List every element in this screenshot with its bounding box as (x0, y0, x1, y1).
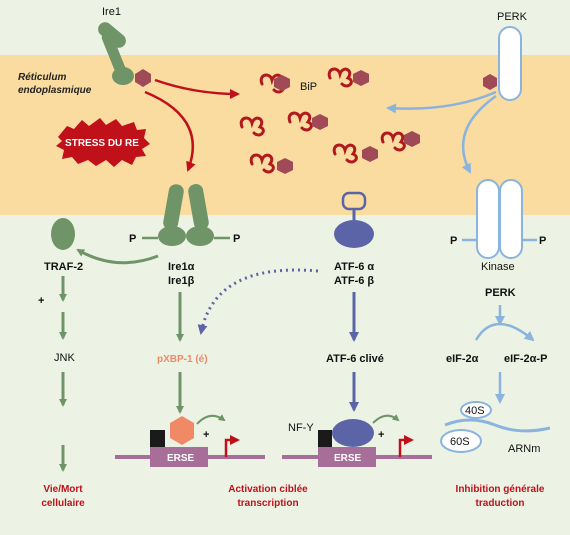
outcome-right-line1: Inhibition générale (456, 484, 545, 495)
activation-arrow-left (196, 414, 226, 425)
promoter-atf6 (282, 414, 432, 467)
bip-group (239, 67, 420, 174)
erse-label-left: ERSE (167, 453, 195, 464)
ribo-60s-label: 60S (450, 436, 470, 448)
ire1a-label: Ire1α (168, 261, 195, 273)
eif2ap-label: eIF-2α-P (504, 353, 547, 365)
outcome-left-line2: cellulaire (41, 498, 85, 509)
ire1-phospho-left: P (129, 233, 136, 245)
tss-arrow-left (224, 435, 240, 457)
ire1-dimer (142, 184, 230, 246)
outcome-right-line2: traduction (476, 498, 525, 509)
xbp1-hexagon (170, 416, 194, 445)
stress-burst (56, 118, 150, 167)
atf6-bound (332, 419, 374, 447)
bip-chaperone (287, 111, 328, 132)
perk-dimer-left (476, 179, 500, 259)
stress-label: STRESS DU RE (65, 138, 139, 149)
traf2-label: TRAF-2 (44, 261, 83, 273)
bip-chaperone (380, 131, 420, 152)
perk-phospho-left: P (450, 235, 457, 247)
atf6a-label: ATF-6 α (334, 261, 374, 273)
perk-dimer-right (499, 179, 523, 259)
activation-arrow-right (372, 414, 400, 424)
nfy-label: NF-Y (288, 422, 314, 434)
eif2a-label: eIF-2α (446, 353, 479, 365)
arrow-perk-to-dimer (461, 94, 497, 174)
arrow-perk-to-bip (386, 90, 497, 114)
atf6-cytosolic-domain (334, 220, 374, 248)
ire1b-label: Ire1β (168, 275, 195, 287)
cofactor-black-left (150, 430, 165, 447)
jnk-label: JNK (54, 352, 75, 364)
er-label-line1: Réticulum (18, 72, 66, 83)
traf2-shape (51, 218, 75, 250)
er-label-line2: endoplasmique (18, 85, 92, 96)
bip-hexagon-perk (483, 74, 497, 90)
mrna-strand (444, 418, 551, 433)
ribosome-60s (440, 429, 482, 453)
ire1-label: Ire1 (102, 6, 121, 18)
arrow-ire1-to-traf2 (76, 248, 159, 265)
perk-monomer (498, 26, 522, 101)
ire1-phospho-right: P (233, 233, 240, 245)
bip-chaperone (327, 67, 369, 88)
pxbp1-label: pXBP-1 (é) (157, 354, 208, 365)
bip-hexagon-ire1 (135, 69, 151, 87)
ribo-40s-label: 40S (465, 405, 485, 417)
outcome-left-line1: Vie/Mort (43, 484, 83, 495)
erse-label-right: ERSE (334, 453, 362, 464)
arnm-label: ARNm (508, 443, 540, 455)
bip-chaperone (259, 73, 290, 94)
bip-chaperone (239, 116, 265, 137)
plus-traf2: + (38, 295, 44, 307)
arrow-ire1-to-dimer (144, 90, 196, 172)
cytosol-bottom-band (0, 215, 570, 535)
cytosol-top-band (0, 0, 570, 55)
erse-box-right (318, 447, 376, 467)
bip-label: BiP (300, 81, 317, 93)
ire1-monomer (98, 22, 134, 85)
plus-right: + (378, 429, 384, 441)
perk-mid-label: PERK (485, 287, 516, 299)
atf6-clive-label: ATF-6 clivé (326, 353, 384, 365)
perk-phospho-right: P (539, 235, 546, 247)
arrow-ire1-to-bip (154, 78, 240, 99)
outcome-mid-line2: transcription (237, 498, 298, 509)
perk-top-label: PERK (497, 11, 528, 23)
promoter-xbp1 (115, 414, 265, 467)
bip-chaperone (249, 153, 293, 174)
plus-left: + (203, 429, 209, 441)
erse-box-left (150, 447, 208, 467)
cofactor-black-right (318, 430, 332, 447)
tss-arrow-right (398, 435, 414, 457)
atf6b-label: ATF-6 β (334, 275, 374, 287)
bip-chaperone (332, 143, 378, 164)
outcome-mid-line1: Activation ciblée (228, 484, 308, 495)
kinase-label: Kinase (481, 261, 515, 273)
ribosome-40s (460, 401, 492, 419)
